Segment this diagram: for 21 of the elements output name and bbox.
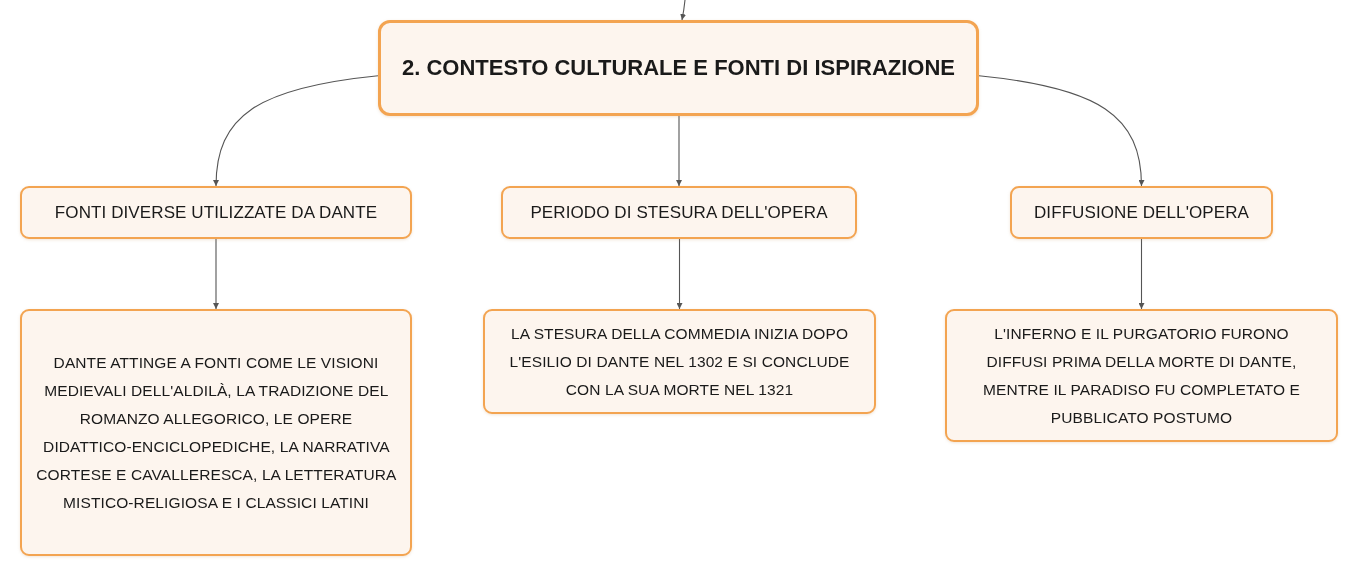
description-text: DANTE ATTINGE A FONTI COME LE VISIONI MEDIEVALI DELL'ALDILÀ, LA TRADIZIONE DEL ROMANZO ALLEGORICO, LE OPERE DIDATTICO-ENCICLOPEDICHE, LA NARRATIVA CORTESE E CAVALLERESCA, LA LETTERATURA MISTICO-RELIGIOSA E I CLASSICI LATINI [35, 352, 397, 513]
subtopic-label: DIFFUSIONE DELL'OPERA [1033, 201, 1250, 224]
subtopic-box [20, 186, 412, 239]
subtopic-box [501, 186, 857, 239]
subtopic-label: FONTI DIVERSE UTILIZZATE DA DANTE [54, 201, 378, 224]
description-box [945, 309, 1338, 442]
description-box [483, 309, 876, 414]
subtopic-label: PERIODO DI STESURA DELL'OPERA [530, 201, 828, 224]
arrow [213, 238, 219, 310]
arrow [676, 238, 683, 310]
arrow [213, 75, 379, 187]
subtopic-box [1010, 186, 1273, 239]
arrow [676, 115, 682, 187]
description-text: LA STESURA DELLA COMMEDIA INIZIA DOPO L'ESILIO DI DANTE NEL 1302 E SI CONCLUDE CON LA SUA MORTE NEL 1321 [508, 323, 851, 400]
description-text: L'INFERNO E IL PURGATORIO FURONO DIFFUSI PRIMA DELLA MORTE DI DANTE, MENTRE IL PARADISO FU COMPLETATO E PUBBLICATO POSTUMO [982, 323, 1301, 428]
arrow [978, 75, 1145, 187]
topic-box [378, 20, 979, 116]
topic-title: 2. CONTESTO CULTURALE E FONTI DI ISPIRAZIONE [402, 54, 955, 82]
arrow [1138, 238, 1145, 310]
description-box [20, 309, 412, 556]
arrow [680, 0, 687, 21]
